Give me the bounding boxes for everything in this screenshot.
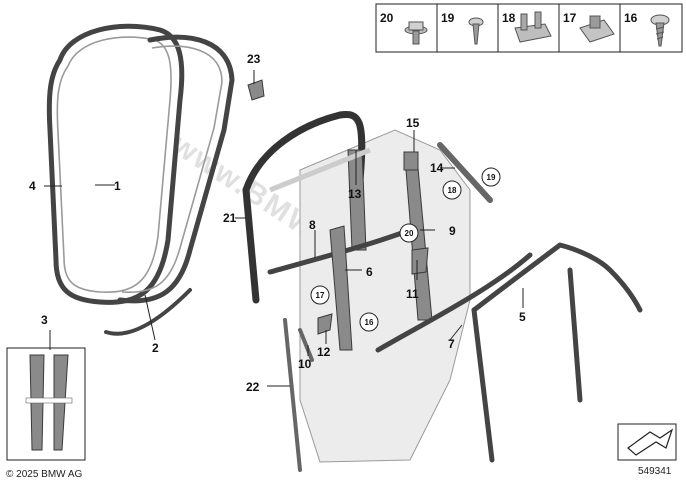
- callout-15: 15: [406, 116, 420, 130]
- callout-9: 9: [449, 224, 456, 238]
- callout-13: 13: [348, 187, 362, 201]
- callout-19: 19: [487, 173, 496, 182]
- diagram-number: 549341: [638, 466, 672, 477]
- callout-10: 10: [298, 357, 312, 371]
- window-seals-5-7: [375, 242, 643, 463]
- callout-7: 7: [448, 337, 455, 351]
- legend-label-19: 19: [441, 11, 455, 25]
- callout-21: 21: [223, 211, 237, 225]
- callout-6: 6: [366, 265, 373, 279]
- fastener-legend: 20 19 18 17 16: [375, 3, 683, 53]
- rear-door: [242, 79, 493, 472]
- view-direction-icon: [617, 423, 677, 461]
- seal-2: [104, 288, 192, 336]
- callout-5: 5: [519, 310, 526, 324]
- inset-detail-3: [6, 347, 86, 461]
- copyright: © 2025 BMW AG: [6, 469, 83, 480]
- callout-23: 23: [247, 52, 261, 66]
- callout-17: 17: [316, 291, 325, 300]
- callout-4: 4: [29, 179, 36, 193]
- callout-20: 20: [405, 229, 414, 238]
- callouts: 1 2 3 4 5 6 7 8 9 10 11 12 13 14 15 21 2…: [29, 52, 526, 394]
- callout-12: 12: [317, 345, 331, 359]
- flange-bolt-icon: [404, 21, 428, 45]
- callout-16: 16: [365, 318, 374, 327]
- tapping-screw-icon: [650, 14, 670, 47]
- leader-lines: [44, 70, 524, 387]
- legend-label-20: 20: [380, 11, 394, 25]
- callout-8: 8: [309, 218, 316, 232]
- callout-18: 18: [448, 186, 457, 195]
- legend-label-18: 18: [502, 11, 516, 25]
- callout-3: 3: [41, 313, 48, 327]
- callout-14: 14: [430, 161, 444, 175]
- clip-bracket-icon: [514, 11, 552, 43]
- callout-22: 22: [246, 380, 260, 394]
- callout-1: 1: [114, 179, 121, 193]
- screw-icon: [468, 17, 484, 45]
- callout-2: 2: [152, 341, 159, 355]
- door-seals-1-4: [46, 23, 235, 305]
- legend-label-16: 16: [624, 11, 638, 25]
- legend-label-17: 17: [563, 11, 577, 25]
- spring-nut-icon: [579, 15, 615, 43]
- callout-11: 11: [406, 287, 419, 301]
